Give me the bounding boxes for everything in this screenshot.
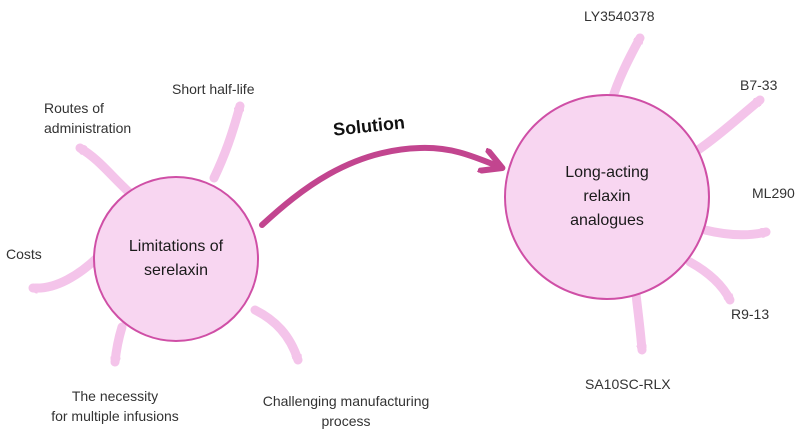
arrow-to-b7-33 bbox=[693, 95, 765, 155]
solution-arrow bbox=[259, 144, 495, 228]
arrow-to-infusions bbox=[115, 322, 127, 367]
label-b7-33: B7-33 bbox=[740, 77, 778, 93]
label-ml290: ML290 bbox=[752, 185, 795, 201]
label-costs: Costs bbox=[6, 246, 42, 262]
arrow-to-half-life bbox=[209, 101, 240, 183]
analogues-node: Long-acting relaxin analogues bbox=[504, 94, 710, 300]
label-r9-13: R9-13 bbox=[731, 306, 770, 322]
label-ly3540378: LY3540378 bbox=[584, 8, 655, 24]
arrow-to-routes bbox=[75, 143, 137, 200]
label-short-half-life: Short half-life bbox=[172, 81, 255, 97]
label-multiple-infusions: The necessity for multiple infusions bbox=[51, 388, 179, 424]
arrow-to-costs bbox=[28, 250, 105, 288]
limitations-node: Limitations of serelaxin bbox=[93, 176, 259, 342]
label-manufacturing: Challenging manufacturing process bbox=[262, 393, 430, 429]
label-routes-of-administration: Routes of administration bbox=[44, 100, 132, 136]
arrow-to-ly3540378 bbox=[607, 33, 645, 105]
arrow-to-r9-13 bbox=[685, 257, 735, 305]
arrow-to-manufacturing bbox=[250, 305, 303, 365]
label-sa10sc-rlx: SA10SC-RLX bbox=[585, 376, 671, 392]
arrow-to-ml290 bbox=[700, 225, 771, 240]
